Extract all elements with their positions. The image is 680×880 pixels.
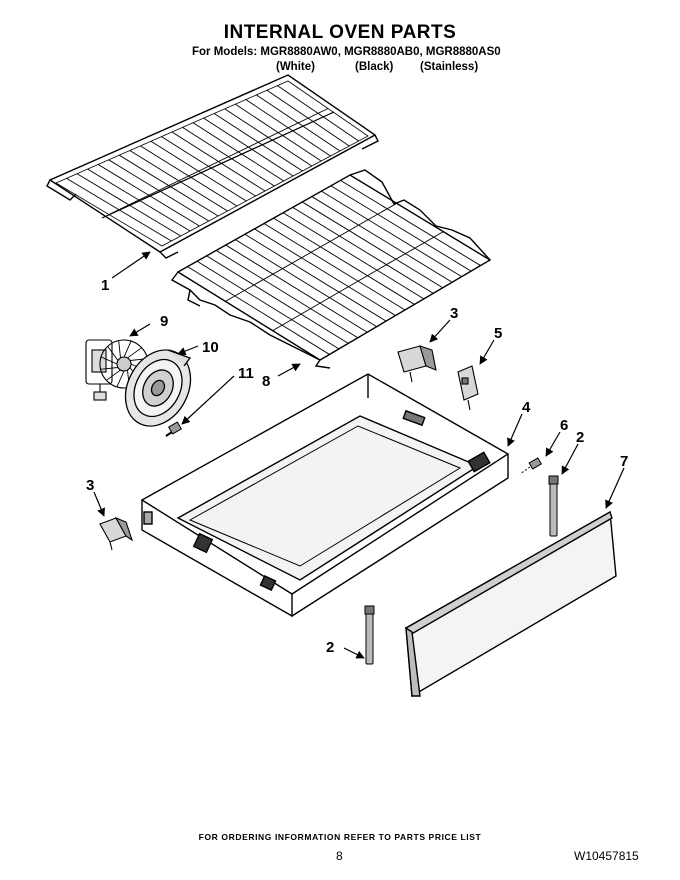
slide-bracket-upper [397, 345, 437, 383]
models-line: For Models: MGR8880AW0, MGR8880AB0, MGR8… [192, 46, 501, 58]
drawer-slide-right [548, 475, 559, 537]
callout-11: 11 [238, 365, 254, 382]
page-title: INTERNAL OVEN PARTS [223, 22, 457, 43]
screw [165, 421, 183, 437]
page-number: 8 [336, 849, 343, 863]
drawer-screw [519, 457, 543, 475]
callout-1: 1 [101, 277, 109, 294]
callout-5: 5 [494, 325, 502, 342]
callout-2-bottom: 2 [326, 639, 334, 656]
callout-labels: 1 9 10 11 8 3 5 4 6 2 7 3 2 [86, 277, 628, 656]
oven-rack-flat [46, 74, 379, 259]
drawer-clip [457, 365, 479, 411]
fan-baffle-cover [124, 349, 192, 427]
ordering-note: FOR ORDERING INFORMATION REFER TO PARTS … [198, 832, 482, 842]
drawer-slide-bottom [364, 605, 375, 665]
convection-fan-blade [85, 339, 149, 401]
callout-8: 8 [262, 373, 270, 390]
callout-6: 6 [560, 417, 568, 434]
callout-7: 7 [620, 453, 628, 470]
callout-3-upper: 3 [450, 305, 458, 322]
document-id: W10457815 [574, 849, 639, 863]
callout-4: 4 [522, 399, 531, 416]
callout-10: 10 [202, 339, 219, 356]
storage-drawer-body [140, 373, 510, 618]
variant-black-label: (Black) [355, 61, 394, 73]
callout-2-right: 2 [576, 429, 584, 446]
leader-lines [93, 251, 625, 659]
variant-stainless-label: (Stainless) [420, 61, 479, 73]
callout-9: 9 [160, 313, 168, 330]
drawer-front-panel [405, 510, 617, 698]
variant-white-label: (White) [276, 61, 315, 73]
callout-3-left: 3 [86, 477, 94, 494]
oven-rack-basket [170, 169, 492, 369]
slide-bracket-left [99, 516, 134, 551]
